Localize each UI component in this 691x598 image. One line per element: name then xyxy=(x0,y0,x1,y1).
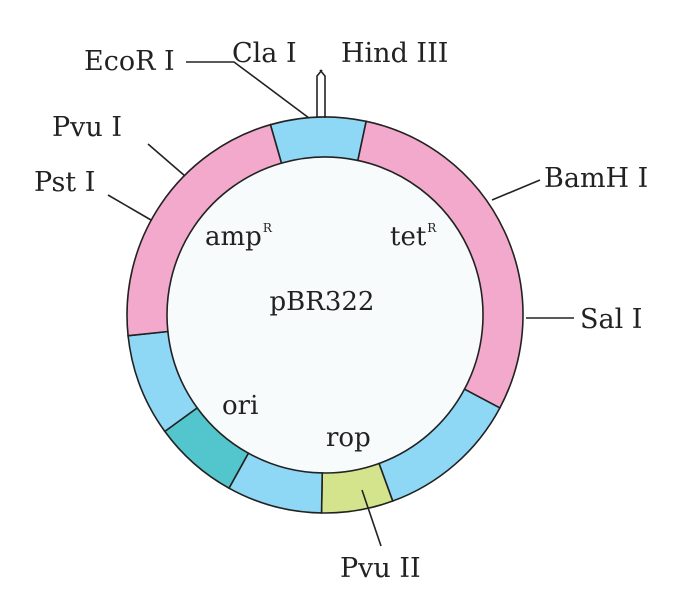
label-pvu1: Pvu I xyxy=(52,112,122,143)
label-amp-resistance: ampR xyxy=(205,221,273,252)
leader-hind3 xyxy=(319,69,326,118)
amp-superscript: R xyxy=(263,221,273,235)
leader-bamh1 xyxy=(491,179,541,201)
label-pst1: Pst I xyxy=(34,167,95,198)
segment-top-blue xyxy=(269,116,368,165)
plasmid-ring xyxy=(126,116,524,514)
tet-base: tet xyxy=(390,222,427,252)
label-bamh1: BamH I xyxy=(544,163,648,194)
label-ecor1: EcoR I xyxy=(84,46,175,77)
label-ori: ori xyxy=(222,391,258,421)
leader-pst1 xyxy=(107,194,152,221)
label-hind3: Hind III xyxy=(341,38,448,69)
tet-superscript: R xyxy=(427,221,437,235)
label-tet-resistance: tetR xyxy=(390,221,437,252)
label-pvu2: Pvu II xyxy=(340,553,421,584)
plasmid-name: pBR322 xyxy=(270,287,375,317)
leader-ecor1 xyxy=(186,61,310,119)
amp-base: amp xyxy=(205,222,262,252)
leader-pvu1 xyxy=(147,143,186,177)
label-sal1: Sal I xyxy=(580,304,642,335)
label-cla1: Cla I xyxy=(232,38,297,69)
plasmid-center-fill xyxy=(167,157,483,473)
leader-cla1 xyxy=(316,69,323,118)
segment-amp-resistance xyxy=(126,123,283,337)
label-rop: rop xyxy=(326,423,371,453)
leader-pvu2 xyxy=(361,489,382,547)
